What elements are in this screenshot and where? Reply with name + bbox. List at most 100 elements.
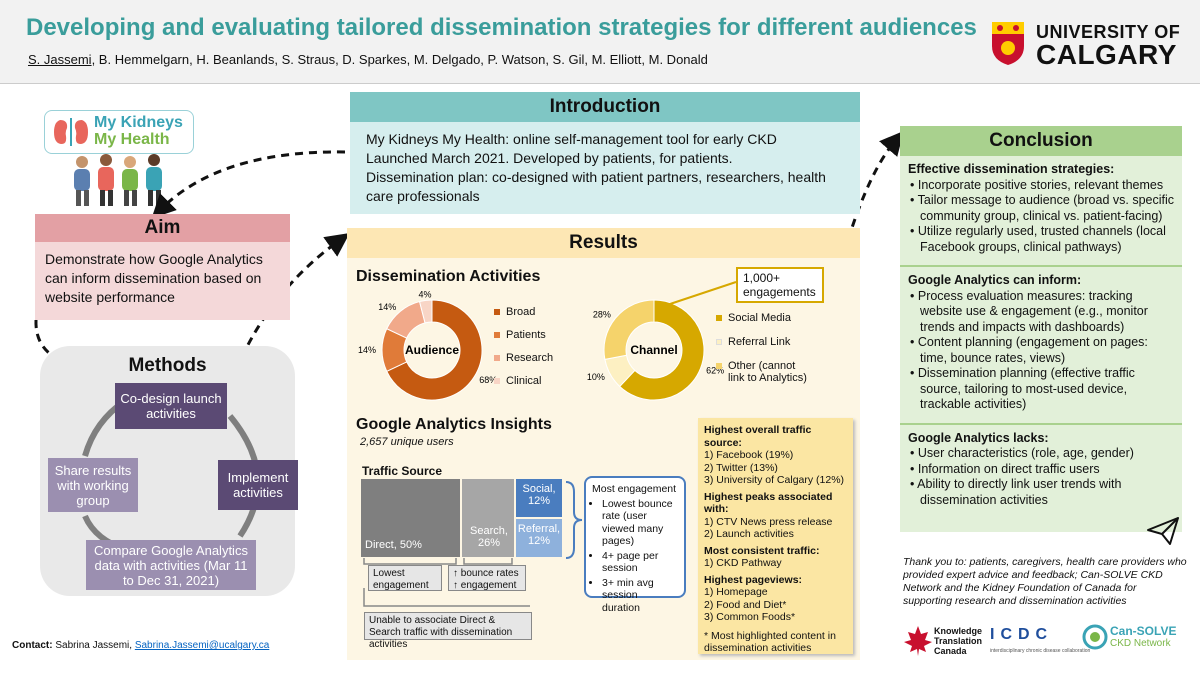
unique-users: 2,657 unique users — [360, 436, 454, 448]
highlight-item: 3) Common Foods* — [704, 611, 796, 623]
highlight-item: 2) Launch activities — [704, 528, 794, 540]
legend-label: Social Media — [728, 312, 791, 324]
bounce-rate-note: ↑ bounce rates ↑ engagement — [448, 565, 526, 591]
methods-title: Methods — [128, 355, 207, 376]
conclusion-item: • Information on direct traffic users — [910, 461, 1100, 476]
conclusion-item: • Tailor message to audience (broad vs. … — [910, 193, 1175, 223]
method-step-implement: Implement activities — [218, 460, 298, 510]
legend-swatch — [494, 332, 500, 339]
legend-label: Other (cannot link to Analytics) — [728, 360, 807, 384]
treemap-label: Social, 12% — [522, 483, 556, 507]
ktc-logo: Knowledge Translation Canada — [904, 624, 994, 664]
maple-leaf-icon — [904, 626, 932, 656]
unable-associate-note: Unable to associate Direct & Search traf… — [364, 612, 532, 650]
results-title: Results — [347, 228, 860, 258]
cansolve-circle-icon — [1082, 624, 1108, 650]
most-engagement-item: 3+ min avg session duration — [602, 577, 678, 615]
contact-info: Contact: Sabrina Jassemi, Sabrina.Jassem… — [12, 640, 269, 651]
conclusion-section: Google Analytics lacks: • User character… — [908, 431, 1174, 515]
aim-title: Aim — [35, 214, 290, 242]
method-step-compare: Compare Google Analytics data with activ… — [86, 540, 256, 590]
most-engagement-title: Most engagement — [592, 483, 677, 495]
introduction-body: My Kidneys My Health: online self-manage… — [350, 122, 860, 214]
highlight-heading: Highest peaks associated with: — [704, 490, 833, 516]
slice-value-label: 14% — [378, 302, 396, 312]
conclusion-item: • User characteristics (role, age, gende… — [910, 446, 1134, 460]
cansolve-network: CKD Network — [1110, 638, 1171, 649]
divider — [900, 422, 1182, 425]
ktc-line: Knowledge — [934, 626, 983, 636]
legend-swatch — [494, 355, 500, 362]
legend-swatch — [494, 309, 500, 316]
legend-swatch — [494, 378, 500, 385]
legend-item: Broad — [494, 306, 553, 318]
highlight-heading: Highest overall traffic source: — [704, 424, 812, 449]
conclusion-heading: Google Analytics can inform: — [908, 273, 1082, 287]
conclusion-heading: Google Analytics lacks: — [908, 430, 1049, 445]
callout-pointer — [663, 281, 737, 307]
logo-card — [44, 110, 194, 154]
aim-text: Demonstrate how Google Analytics can inf… — [35, 242, 290, 320]
conclusion-section: Effective dissemination strategies: • In… — [908, 162, 1174, 261]
slice-value-label: 10% — [587, 372, 605, 382]
introduction-title: Introduction — [350, 92, 860, 122]
slice-value-label: 28% — [593, 309, 611, 319]
university-name-line2: CALGARY — [1036, 39, 1177, 70]
divider — [900, 265, 1182, 267]
method-step-codesign: Co-design launch activities — [115, 383, 227, 429]
conclusion-item: • Dissemination planning (effective traf… — [910, 366, 1135, 411]
first-author: S. Jassemi — [28, 52, 92, 67]
treemap-label: Referral, 12% — [517, 523, 561, 547]
conclusion-title: Conclusion — [900, 126, 1182, 156]
most-engagement-item: 4+ page per session — [602, 550, 678, 575]
treemap-referral: Referral, 12% — [516, 519, 562, 557]
highlight-heading: Most consistent traffic: — [704, 544, 820, 557]
legend-item: Social Media — [716, 312, 808, 324]
treemap-brackets — [363, 558, 530, 607]
conclusion-section: Google Analytics can inform: • Process e… — [908, 273, 1174, 419]
channel-legend: Social Media Referral Link Other (cannot… — [716, 312, 808, 384]
conclusion-item: • Incorporate positive stories, relevant… — [910, 177, 1164, 192]
highlight-item: 2) Food and Diet* — [704, 598, 787, 611]
icdc-logo: ICDC interdisciplinary chronic disease c… — [990, 622, 1090, 662]
highlight-heading: Highest pageviews: — [704, 573, 803, 586]
acknowledgements: Thank you to: patients, caregivers, heal… — [903, 556, 1187, 607]
conclusion-heading: Effective dissemination strategies: — [908, 162, 1115, 176]
legend-swatch — [716, 363, 722, 370]
slice-value-label: 62% — [706, 366, 724, 376]
most-engagement-item: Lowest bounce rate (user viewed many pag… — [602, 498, 678, 548]
highlight-item: 1) Facebook (19%) — [704, 449, 794, 461]
intro-line: My Kidneys My Health: online self-manage… — [366, 131, 777, 147]
highlight-footnote: * Most highlighted content in disseminat… — [704, 629, 836, 655]
method-step-share: Share results with working group — [48, 458, 138, 512]
traffic-source-title: Traffic Source — [362, 464, 443, 478]
legend-item: Research — [494, 352, 553, 364]
legend-item: Patients — [494, 329, 553, 341]
university-logo: UNIVERSITY OF CALGARY — [990, 20, 1190, 72]
highlight-item: 1) CTV News press release — [704, 515, 833, 528]
legend-item: Clinical — [494, 375, 553, 387]
highlight-item: 3) University of Calgary (12%) — [704, 474, 845, 486]
treemap-social: Social, 12% — [516, 479, 562, 517]
contact-name: Sabrina Jassemi, — [55, 640, 133, 651]
donut-center-label: Audience — [405, 343, 459, 357]
legend-label: Research — [506, 352, 554, 364]
donut-slice-clinical — [418, 299, 433, 324]
legend-swatch — [716, 339, 722, 346]
treemap-direct: Direct, 50% — [361, 479, 460, 557]
legend-label: Patients — [506, 329, 546, 341]
channel-donut-chart: 62%10%28%Channel — [587, 299, 724, 401]
brace-icon — [565, 481, 583, 559]
contact-email-link[interactable]: Sabrina.Jassemi@ucalgary.ca — [134, 640, 270, 651]
university-name-line1: UNIVERSITY OF — [1036, 22, 1181, 42]
treemap-label: Direct, 50% — [365, 539, 422, 551]
ktc-line: Canada — [934, 646, 967, 656]
dissemination-activities-title: Dissemination Activities — [356, 268, 541, 285]
highlights-note: Highest overall traffic source: 1) Faceb… — [698, 418, 853, 654]
poster-title: Developing and evaluating tailored disse… — [26, 14, 977, 41]
slice-value-label: 14% — [358, 345, 376, 355]
donut-slice-broad — [386, 299, 483, 401]
donut-slice-social — [619, 299, 705, 401]
conclusion-item: • Content planning (engagement on pages:… — [910, 335, 1148, 365]
treemap-search: Search, 26% — [462, 479, 514, 557]
